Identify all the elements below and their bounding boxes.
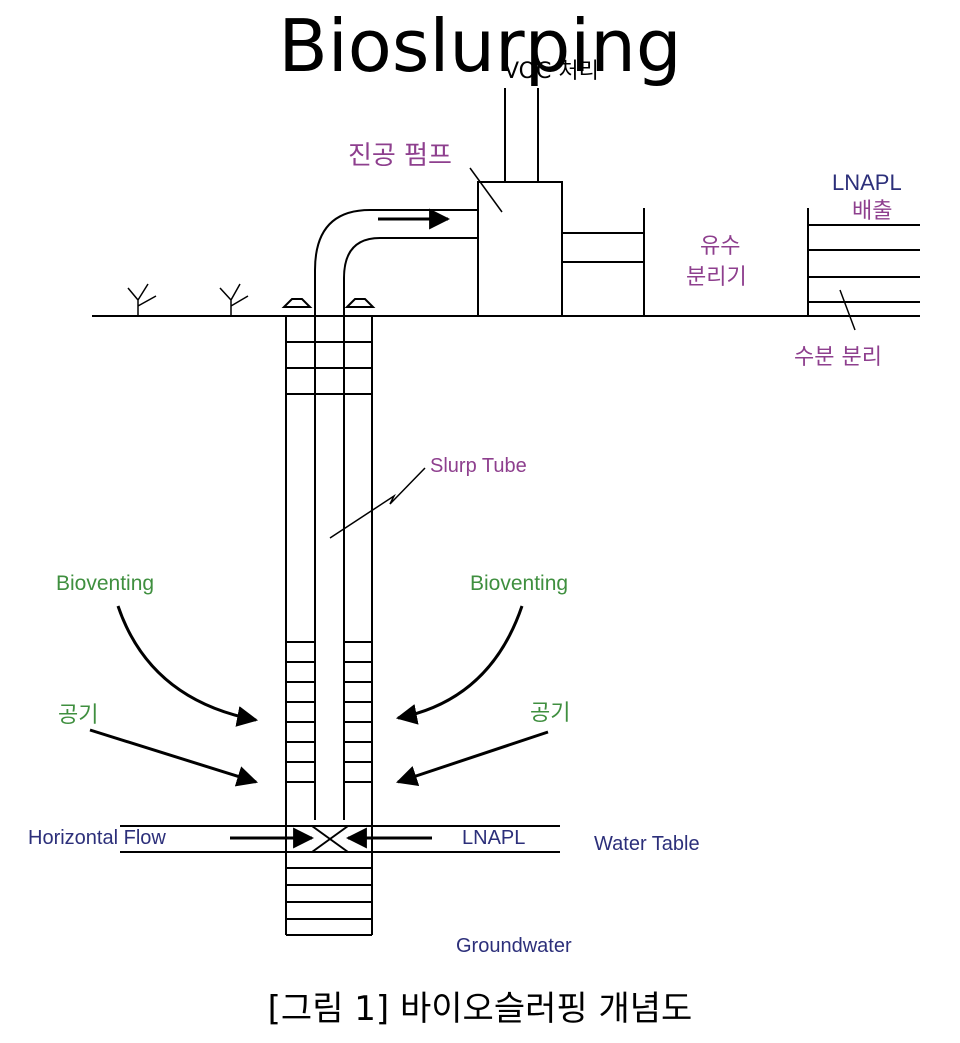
- air-right-label: 공기: [530, 701, 570, 726]
- horizontal-flow-label: Horizontal Flow: [28, 827, 166, 849]
- figure-caption: [그림 1] 바이오슬러핑 개념도: [268, 989, 693, 1029]
- lnapl-label: LNAPL: [462, 827, 525, 849]
- arrow-bioventing-right: [395, 605, 524, 725]
- well-screen: [286, 641, 372, 920]
- leader-slurp-tube: [329, 467, 426, 539]
- arrow-air-right: [396, 730, 549, 786]
- arrow-bioventing-left: [116, 605, 259, 727]
- separator-label: 분리기: [686, 265, 747, 290]
- voc-treatment-label: VOC 처리: [504, 59, 599, 84]
- tip-cross-b: [311, 825, 349, 853]
- discharge-label: 배출: [852, 199, 892, 224]
- well-cap-right: [344, 298, 376, 308]
- air-left-label: 공기: [58, 703, 98, 728]
- bioventing-right-label: Bioventing: [470, 572, 568, 595]
- water-table-label: Water Table: [594, 833, 700, 855]
- well-seal: [285, 315, 373, 395]
- plant-left: [127, 283, 157, 316]
- water-separation-label: 수분 분리: [794, 345, 882, 370]
- diagram-title: Bioslurping: [278, 4, 682, 88]
- lnapl-discharge-label: LNAPL: [832, 170, 902, 195]
- well-cap-left: [281, 298, 313, 308]
- hose-inner: [343, 237, 478, 316]
- slurp-tube-label: Slurp Tube: [430, 455, 527, 477]
- bioventing-left-label: Bioventing: [56, 572, 154, 595]
- leader-water-separation: [839, 289, 856, 331]
- arrow-air-left: [89, 728, 259, 787]
- vacuum-pump-label: 진공 펌프: [348, 141, 452, 171]
- leader-vacuum-pump: [469, 167, 503, 213]
- groundwater-label: Groundwater: [456, 935, 572, 957]
- plant-right: [219, 283, 249, 316]
- hose-outer: [314, 209, 478, 316]
- oil-water-label: 유수: [700, 234, 740, 259]
- vacuum-pump-box: [477, 181, 563, 317]
